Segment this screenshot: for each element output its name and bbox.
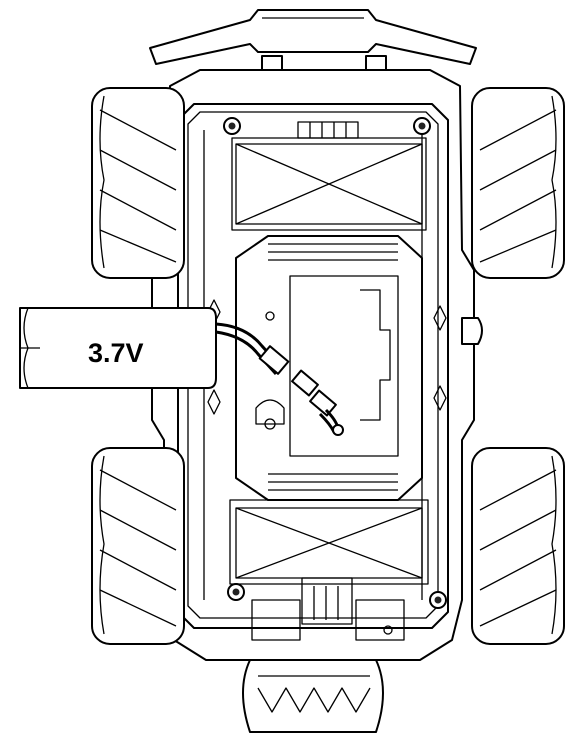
screw-bottom-left	[227, 583, 245, 601]
battery-wire-connector	[215, 322, 344, 436]
wheel-rear-right	[471, 447, 565, 645]
rear-bracket	[251, 577, 405, 641]
screw-top-left	[223, 117, 241, 135]
screw-top-right	[413, 117, 431, 135]
wheel-front-left	[91, 87, 185, 279]
screw-bottom-right	[429, 591, 447, 609]
wheel-rear-left	[91, 447, 185, 645]
front-cross-panel	[231, 121, 427, 231]
rear-tread	[242, 659, 384, 733]
power-switch	[461, 317, 483, 345]
battery-voltage-label: 3.7V	[88, 338, 144, 368]
battery-pack: 3.7V	[19, 307, 217, 389]
wheel-front-right	[471, 87, 565, 279]
